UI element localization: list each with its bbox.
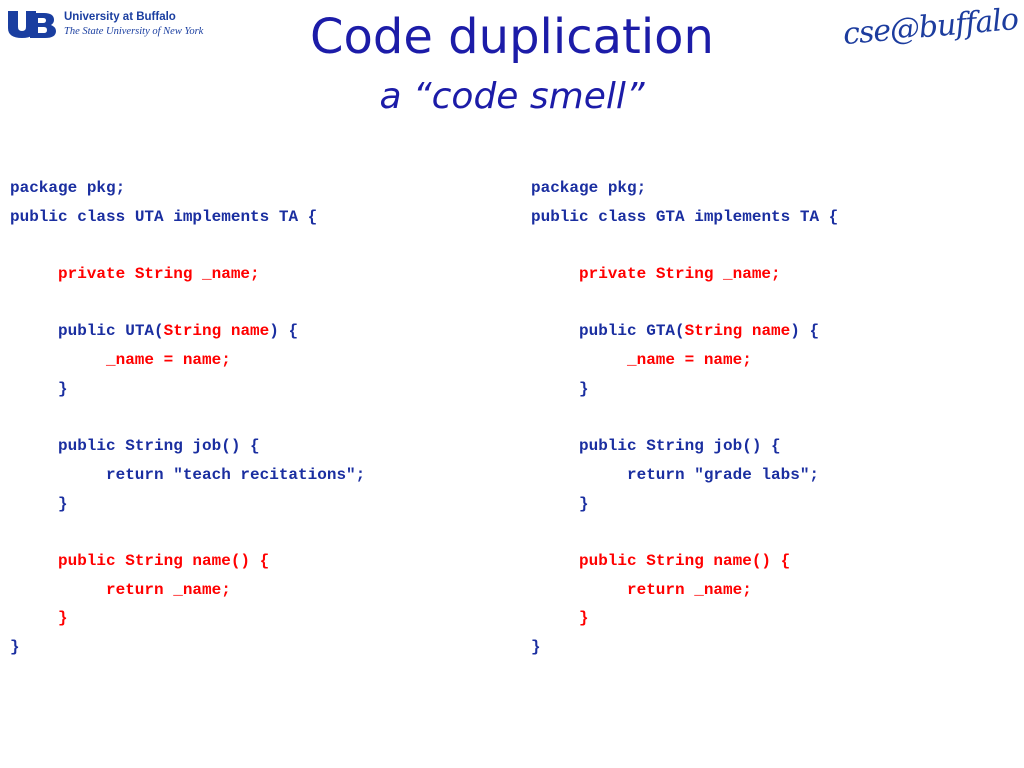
code-line-class-declaration: public class GTA implements TA { (531, 207, 839, 226)
ub-logo-tagline: The State University of New York (64, 26, 204, 37)
code-line-constructor-signature: public GTA(String name) { (531, 317, 838, 346)
code-line-blank (531, 231, 838, 260)
code-line-name-close: } (579, 609, 589, 628)
code-line-name-signature: public String name() { (579, 551, 791, 570)
constructor-parameter: String name (684, 322, 791, 341)
code-line-blank (10, 289, 365, 318)
code-line-blank (10, 404, 365, 433)
code-line-blank (10, 231, 365, 260)
code-line-job-close: } (58, 494, 68, 513)
constructor-suffix: ) { (790, 322, 820, 341)
code-line-field: private String _name; (58, 265, 260, 284)
code-line-package: package pkg; (10, 179, 126, 197)
code-line-name-body: return _name; (106, 580, 231, 599)
code-line-blank (531, 289, 838, 318)
constructor-prefix: public GTA( (579, 322, 685, 341)
ub-logo-name: University at Buffalo (64, 11, 176, 23)
constructor-suffix: ) { (269, 322, 299, 341)
constructor-parameter: String name (163, 322, 270, 341)
code-line-class-close: } (531, 638, 541, 656)
code-line-blank (10, 518, 365, 547)
code-line-name-body: return _name; (627, 580, 752, 599)
code-line-blank (531, 404, 838, 433)
uta-code-block: package pkg; public class UTA implements… (10, 174, 365, 662)
code-line-name-close: } (58, 609, 68, 628)
code-line-class-close: } (10, 638, 20, 656)
slide-title: Code duplication (310, 9, 714, 65)
code-line-field: private String _name; (579, 265, 781, 284)
code-line-constructor-body: _name = name; (106, 351, 231, 370)
ub-logo: University at Buffalo The State Universi… (6, 9, 206, 41)
code-line-job-body: return "teach recitations"; (106, 465, 366, 484)
code-line-constructor-close: } (579, 379, 589, 398)
code-line-constructor-close: } (58, 379, 68, 398)
code-line-job-body: return "grade labs"; (627, 465, 820, 484)
constructor-prefix: public UTA( (58, 322, 164, 341)
code-line-package: package pkg; (531, 179, 647, 197)
code-line-job-close: } (579, 494, 589, 513)
code-line-job-signature: public String job() { (58, 437, 260, 456)
code-line-constructor-body: _name = name; (627, 351, 752, 370)
code-line-job-signature: public String job() { (579, 437, 781, 456)
ub-monogram-icon (8, 11, 56, 38)
gta-code-block: package pkg; public class GTA implements… (531, 174, 838, 662)
code-line-blank (531, 518, 838, 547)
code-line-constructor-signature: public UTA(String name) { (10, 317, 365, 346)
code-line-class-declaration: public class UTA implements TA { (10, 207, 318, 226)
slide-subtitle: a “code smell” (379, 76, 645, 117)
code-line-name-signature: public String name() { (58, 551, 270, 570)
